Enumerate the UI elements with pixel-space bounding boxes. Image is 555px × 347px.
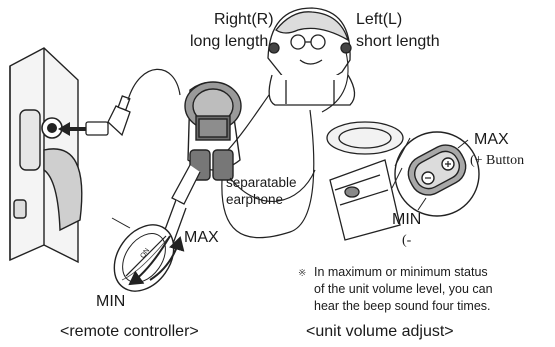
unit-min-label: MIN [392,212,421,228]
cable-plug-to-remote [128,69,180,100]
separatable-label: separatable [226,176,297,190]
person-with-earphones [268,8,355,105]
unit-volume-caption: <unit volume adjust> [306,324,454,340]
earphone-label: earphone [226,193,283,207]
plus-button-label: (+ Button [470,154,524,168]
minus-button-label: (- [402,234,411,248]
beep-note: In maximum or minimum status of the unit… [314,264,493,315]
beep-note-line-1: In maximum or minimum status [314,264,493,281]
unit-max-label: MAX [474,132,509,148]
remote-controller-caption: <remote controller> [60,324,199,340]
l-plug [86,96,130,135]
remote-min-label: MIN [96,294,125,310]
reference-mark-icon: ※ [298,268,306,279]
right-earphone-sublabel: long length [190,34,268,50]
remote-max-label: MAX [184,230,219,246]
magnified-volume-button [395,132,479,216]
beep-note-line-2: of the unit volume level, you can [314,281,493,298]
left-earphone-sublabel: short length [356,34,440,50]
left-earphone-label: Left(L) [356,12,402,28]
remote-controller [185,82,241,180]
main-unit-device [10,48,82,262]
headphone-jack-icon [42,118,62,138]
beep-note-line-3: hear the beep sound four times. [314,298,493,315]
right-earphone-label: Right(R) [214,12,274,28]
